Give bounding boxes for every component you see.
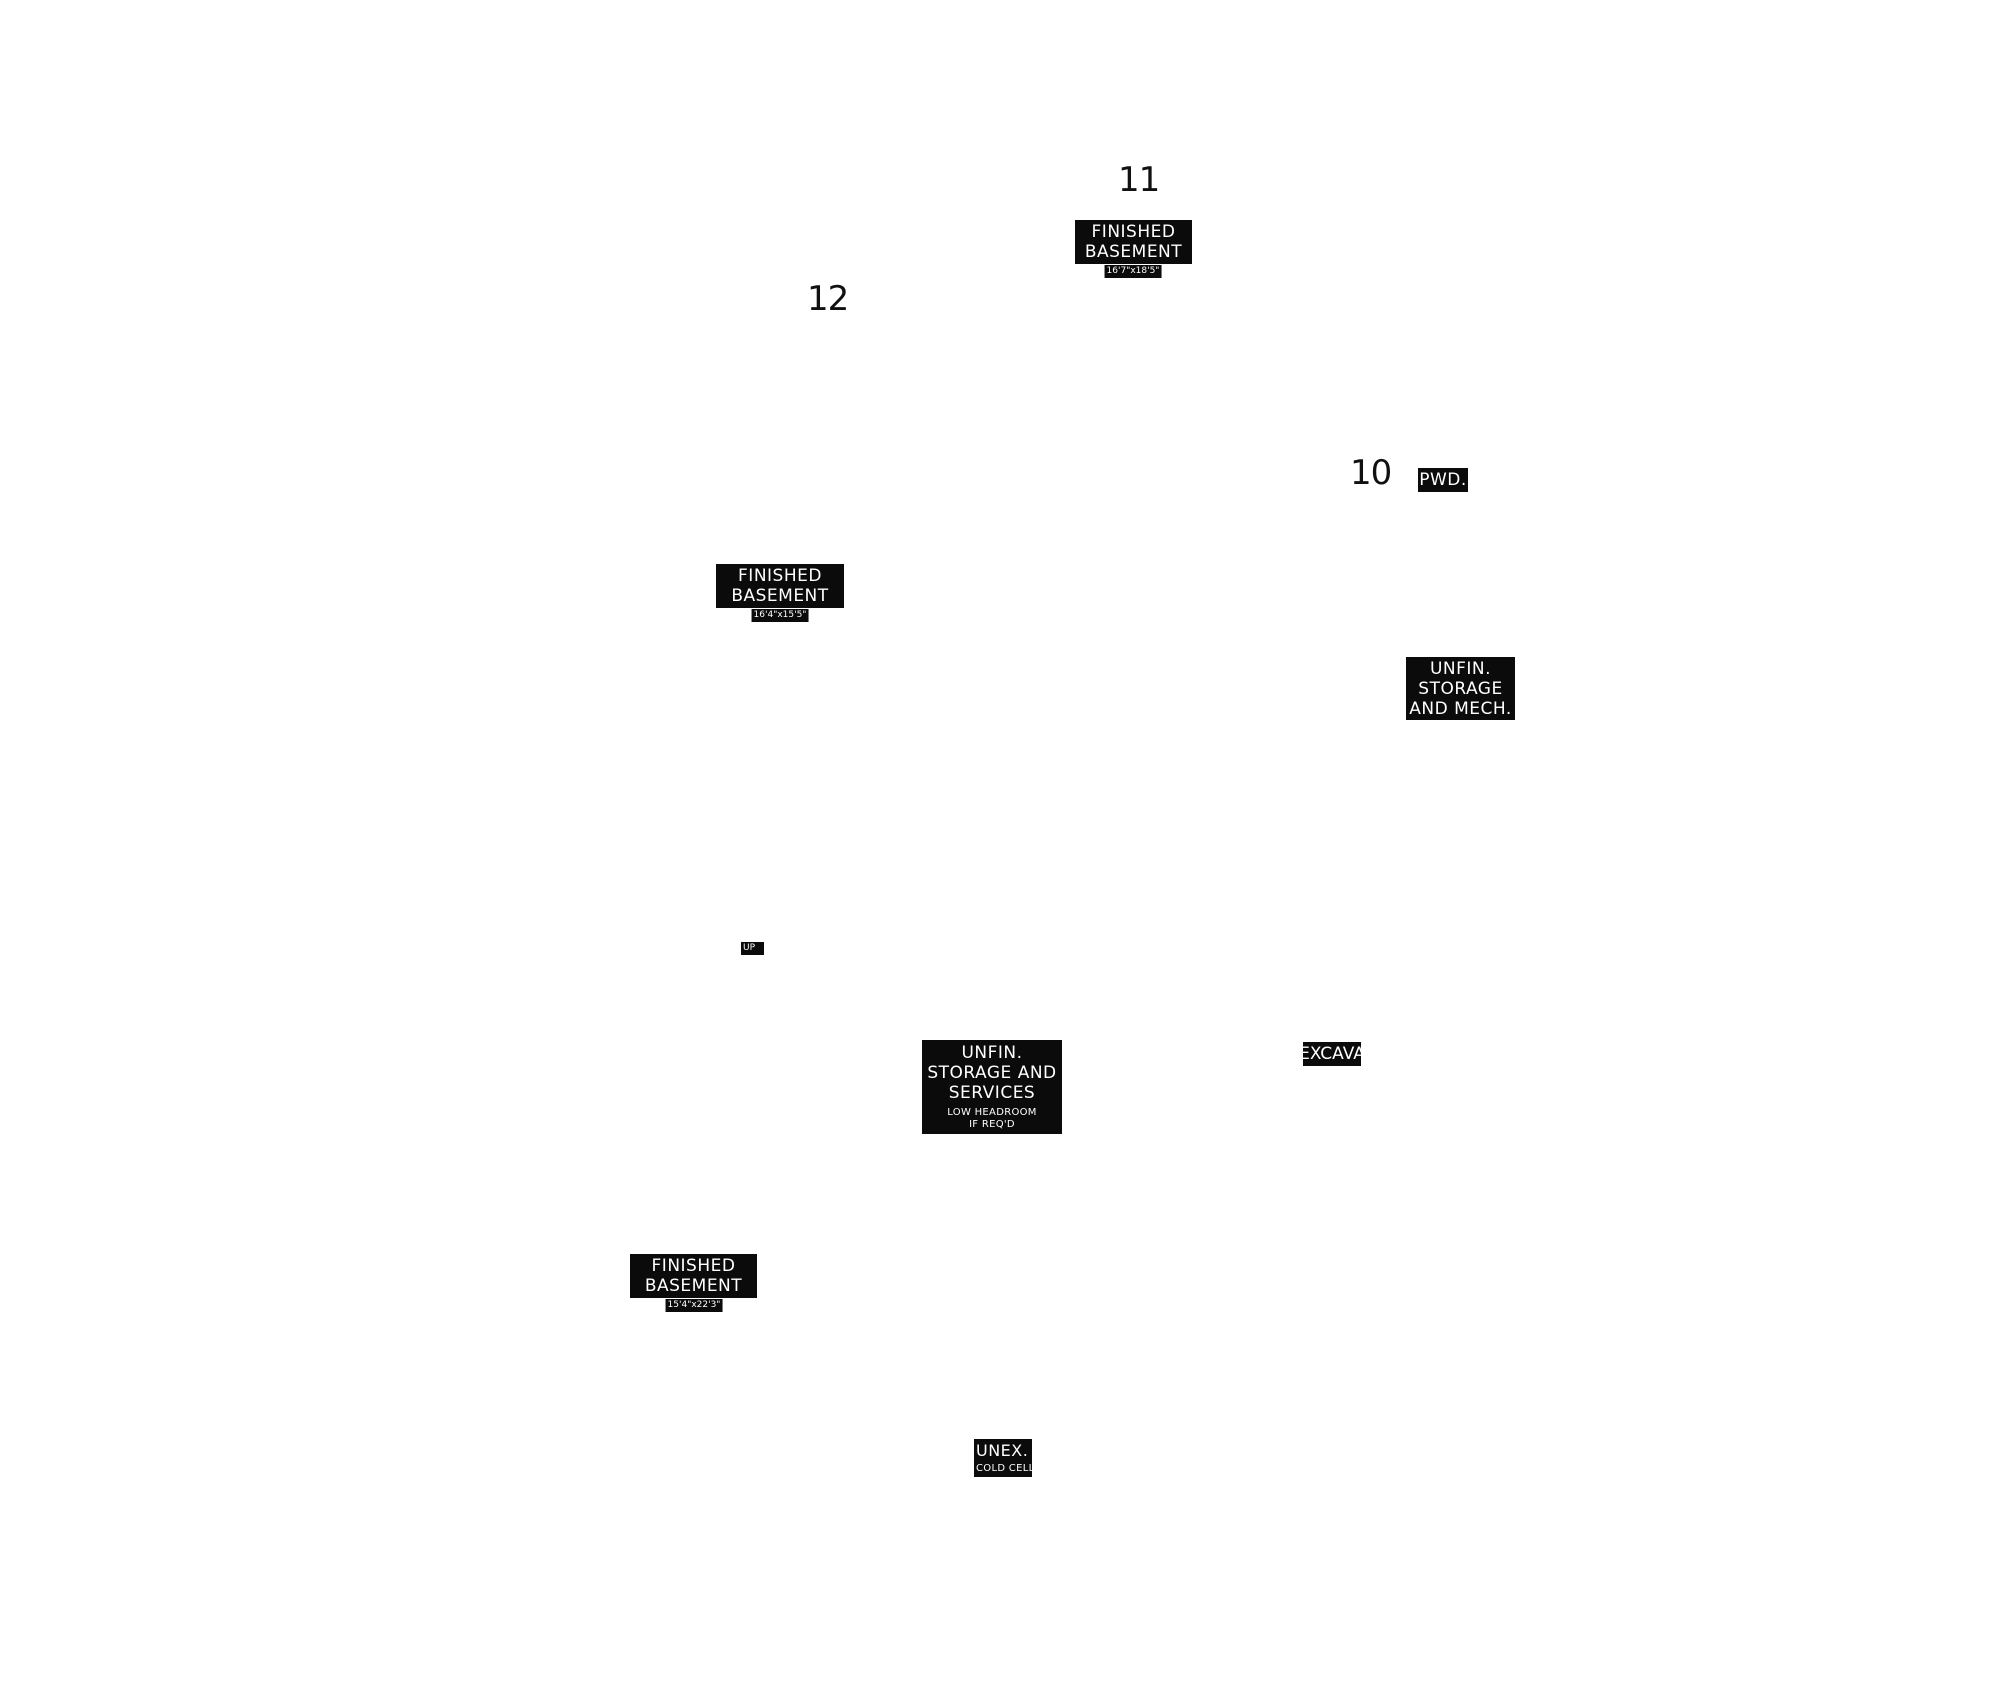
room-name-line3: AND MECH. [1409,698,1512,719]
finished-basement-top-dimensions: 16'7"x18'5" [1104,265,1162,278]
room-name-line2: BASEMENT [731,586,829,606]
finished-basement-mid-label: FINISHED BASEMENT [716,564,844,608]
room-note: COLD CELL [976,1463,1032,1474]
room-number-10: 10 [1350,453,1392,493]
room-name-line2: BASEMENT [1084,242,1183,262]
room-note-line2: IF REQ'D [969,1119,1015,1130]
excavation-label: EXCAVA [1303,1042,1361,1066]
room-number-11: 11 [1118,160,1160,200]
room-name-line2: STORAGE AND [927,1063,1057,1083]
room-name-line1: UNFIN. [1429,658,1492,679]
room-name-line2: BASEMENT [644,1276,743,1296]
room-name: PWD. [1419,470,1467,490]
room-name-line1: UNFIN. [961,1043,1023,1063]
room-name-line3: SERVICES [948,1083,1036,1103]
cold-cellar-label: UNEX. COLD CELL [974,1439,1032,1477]
room-name-line1: FINISHED [738,566,822,586]
powder-room-label: PWD. [1418,468,1468,492]
unfin-storage-services-label: UNFIN. STORAGE AND SERVICES LOW HEADROOM… [922,1040,1062,1134]
room-note-line1: LOW HEADROOM [947,1107,1037,1118]
room-name-line1: FINISHED [651,1256,736,1276]
room-number-12: 12 [807,279,849,319]
room-name-line1: FINISHED [1091,222,1176,242]
room-name: EXCAVA [1303,1044,1361,1064]
unfin-storage-mech-label: UNFIN. STORAGE AND MECH. [1406,657,1515,720]
finished-basement-low-label: FINISHED BASEMENT [630,1254,757,1298]
stair-up-label: UP [741,942,764,955]
finished-basement-low-dimensions: 15'4"x22'3" [665,1299,723,1312]
finished-basement-mid-dimensions: 16'4"x15'5" [751,609,809,622]
room-name-line2: STORAGE [1418,678,1503,699]
room-name: UNEX. [976,1441,1029,1460]
finished-basement-top-label: FINISHED BASEMENT [1075,220,1192,264]
